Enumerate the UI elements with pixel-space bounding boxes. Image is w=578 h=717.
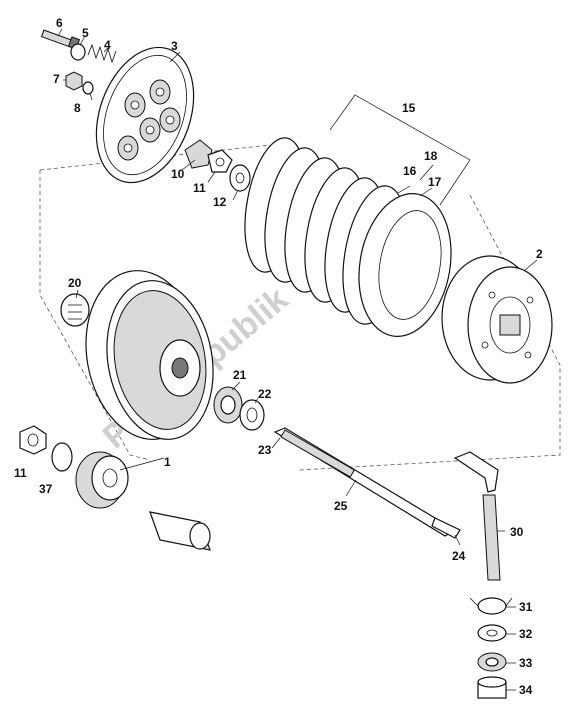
callout-2: 2 xyxy=(536,247,543,261)
callout-24: 24 xyxy=(452,549,466,563)
return-spring xyxy=(469,597,513,615)
nut-lower-hole xyxy=(27,433,39,447)
push-rod xyxy=(273,427,457,537)
callout-34: 34 xyxy=(519,683,533,697)
callout-21: 21 xyxy=(233,368,247,382)
callout-17: 17 xyxy=(428,175,442,189)
rod-end xyxy=(431,517,461,539)
callout-11-upper: 11 xyxy=(193,181,206,195)
callout-7: 7 xyxy=(53,72,60,86)
washer-small xyxy=(82,81,94,95)
inner-clutch-hub xyxy=(441,255,553,384)
callout-6: 6 xyxy=(56,16,63,30)
washer-12-hole xyxy=(235,172,245,184)
callout-25: 25 xyxy=(334,499,348,513)
washer-12 xyxy=(229,164,251,192)
thrust-washer-hole xyxy=(246,407,258,423)
assembly-outline-left xyxy=(39,170,151,461)
leader-lines xyxy=(57,28,538,691)
callout-32: 32 xyxy=(519,627,533,641)
callout-4: 4 xyxy=(104,38,111,52)
washer-32 xyxy=(477,624,507,642)
callout-10: 10 xyxy=(171,167,185,181)
washer xyxy=(70,43,86,61)
seal-hole xyxy=(485,657,499,667)
primary-gear xyxy=(75,451,129,509)
clutch-discs xyxy=(244,137,452,337)
bushing-hole xyxy=(220,395,236,415)
shaft-sleeve xyxy=(149,511,211,551)
callout-8: 8 xyxy=(74,101,81,115)
thrust-washer xyxy=(239,399,265,431)
callout-22: 22 xyxy=(258,387,272,401)
callout-23: 23 xyxy=(258,443,272,457)
bearing-plate xyxy=(184,139,213,169)
callout-30: 30 xyxy=(510,525,524,539)
nut xyxy=(65,71,83,91)
spring xyxy=(87,43,117,64)
washer-37 xyxy=(51,442,73,472)
callout-labels: 6 5 4 3 7 8 10 11 12 15 16 18 17 2 20 21… xyxy=(14,16,543,697)
release-lever xyxy=(453,451,501,581)
nut-lower xyxy=(19,425,47,455)
leader-15 xyxy=(329,94,471,206)
callout-5: 5 xyxy=(82,26,89,40)
outer-clutch-basket xyxy=(85,270,214,440)
nut-upper xyxy=(207,149,233,173)
callout-18: 18 xyxy=(424,149,438,163)
callout-33: 33 xyxy=(519,656,533,670)
pressure-plate xyxy=(95,46,195,184)
callout-1: 1 xyxy=(164,455,171,469)
callout-31: 31 xyxy=(519,600,533,614)
callout-37: 37 xyxy=(39,482,53,496)
callout-15: 15 xyxy=(402,101,416,115)
callout-16: 16 xyxy=(403,164,417,178)
needle-bearing xyxy=(477,676,507,699)
callout-11-lower: 11 xyxy=(14,466,27,480)
callout-12: 12 xyxy=(213,195,227,209)
callout-3: 3 xyxy=(171,39,178,53)
washer-32-hole xyxy=(486,629,498,637)
nut-upper-hole xyxy=(215,157,225,167)
callout-20: 20 xyxy=(68,276,82,290)
lock-washer xyxy=(60,293,90,327)
